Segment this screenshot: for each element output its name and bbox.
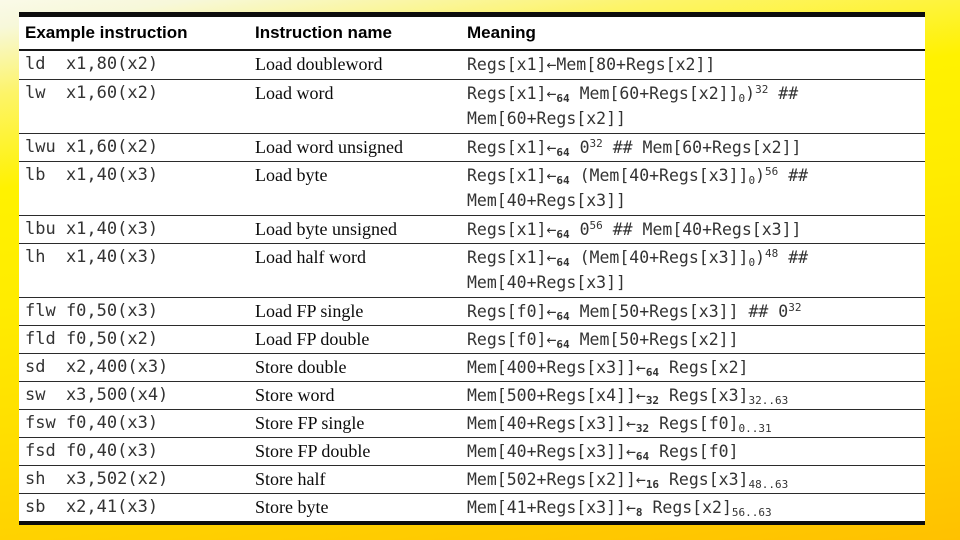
table-row: fsw f0,40(x3) Store FP single Mem[40+Regs[… [19, 409, 925, 437]
instruction-name-cell: Store FP single [255, 413, 365, 433]
example-instruction-cell: flw f0,50(x3) [25, 301, 159, 321]
instruction-name-cell: Load byte unsigned [255, 219, 397, 239]
example-instruction-cell: sh x3,502(x2) [25, 469, 169, 489]
meaning-cell: Mem[502+Regs[x2]]←16 Regs[x3]48..63 [467, 470, 789, 491]
example-instruction-cell: lwu x1,60(x2) [25, 137, 159, 157]
table-row: lb x1,40(x3) Load byte Regs[x1]←64 (Mem[40… [19, 161, 925, 215]
table-row: fld f0,50(x2) Load FP double Regs[f0]←64 M… [19, 325, 925, 353]
table-row: sb x2,41(x3) Store byte Mem[41+Regs[x3]]←8… [19, 493, 925, 521]
table-row: lw x1,60(x2) Load word Regs[x1]←64 Mem[60+… [19, 79, 925, 133]
example-instruction-cell: fsd f0,40(x3) [25, 441, 159, 461]
table-row: sd x2,400(x3) Store double Mem[400+Regs[x3… [19, 353, 925, 381]
table-row: ld x1,80(x2) Load doubleword Regs[x1]←Mem[… [19, 51, 925, 79]
example-instruction-cell: sw x3,500(x4) [25, 385, 169, 405]
instruction-name-cell: Store double [255, 357, 347, 377]
example-instruction-cell: sd x2,400(x3) [25, 357, 169, 377]
meaning-cell: Regs[f0]←64 Mem[50+Regs[x2]] [467, 330, 739, 351]
instruction-name-cell: Store byte [255, 497, 329, 517]
table-row: lbu x1,40(x3) Load byte unsigned Regs[x1]←… [19, 215, 925, 243]
meaning-cell: Mem[400+Regs[x3]]←64 Regs[x2] [467, 358, 749, 379]
example-instruction-cell: lb x1,40(x3) [25, 165, 159, 185]
header-instruction-name: Instruction name [255, 23, 392, 42]
example-instruction-cell: ld x1,80(x2) [25, 54, 159, 74]
example-instruction-cell: lh x1,40(x3) [25, 247, 159, 267]
example-instruction-cell: lbu x1,40(x3) [25, 219, 159, 239]
meaning-cell: Mem[41+Regs[x3]]←8 Regs[x2]56..63 [467, 498, 772, 519]
table-row: lh x1,40(x3) Load half word Regs[x1]←64 (M… [19, 243, 925, 297]
table-row: fsd f0,40(x3) Store FP double Mem[40+Regs[… [19, 437, 925, 465]
instruction-name-cell: Load word [255, 83, 334, 103]
instruction-table-body: ld x1,80(x2) Load doubleword Regs[x1]←Mem[… [19, 51, 925, 521]
table-row: sw x3,500(x4) Store word Mem[500+Regs[x4]]… [19, 381, 925, 409]
example-instruction-cell: fsw f0,40(x3) [25, 413, 159, 433]
table-row: sh x3,502(x2) Store half Mem[502+Regs[x2]]… [19, 465, 925, 493]
table-header-row: Example instruction Instruction name Mea… [19, 17, 925, 51]
meaning-cell: Regs[f0]←64 Mem[50+Regs[x3]] ## 032 [467, 301, 802, 323]
meaning-cell: Regs[x1]←64 (Mem[40+Regs[x3]]0)56 ##Mem[… [467, 165, 809, 210]
header-meaning: Meaning [467, 23, 536, 42]
meaning-cell: Mem[40+Regs[x3]]←32 Regs[f0]0..31 [467, 414, 772, 435]
example-instruction-cell: lw x1,60(x2) [25, 83, 159, 103]
instruction-name-cell: Load FP double [255, 329, 370, 349]
meaning-cell: Regs[x1]←64 (Mem[40+Regs[x3]]0)48 ##Mem[… [467, 247, 809, 292]
instruction-name-cell: Load FP single [255, 301, 364, 321]
example-instruction-cell: fld f0,50(x2) [25, 329, 159, 349]
instruction-name-cell: Load byte [255, 165, 328, 185]
table-row: lwu x1,60(x2) Load word unsigned Regs[x1]←… [19, 133, 925, 161]
meaning-cell: Mem[40+Regs[x3]]←64 Regs[f0] [467, 442, 739, 463]
example-instruction-cell: sb x2,41(x3) [25, 497, 159, 517]
meaning-cell: Regs[x1]←64 056 ## Mem[40+Regs[x3]] [467, 219, 802, 241]
instruction-name-cell: Store word [255, 385, 335, 405]
instruction-table: Example instruction Instruction name Mea… [19, 12, 925, 525]
meaning-cell: Regs[x1]←64 032 ## Mem[60+Regs[x2]] [467, 137, 802, 159]
table-row: flw f0,50(x3) Load FP single Regs[f0]←64 M… [19, 297, 925, 325]
meaning-cell: Regs[x1]←64 Mem[60+Regs[x2]]0)32 ##Mem[6… [467, 83, 799, 128]
instruction-name-cell: Store half [255, 469, 326, 489]
instruction-name-cell: Load word unsigned [255, 137, 403, 157]
header-example-instruction: Example instruction [25, 23, 188, 42]
meaning-cell: Regs[x1]←Mem[80+Regs[x2]] [467, 55, 716, 74]
instruction-name-cell: Load half word [255, 247, 366, 267]
instruction-name-cell: Load doubleword [255, 54, 383, 74]
meaning-cell: Mem[500+Regs[x4]]←32 Regs[x3]32..63 [467, 386, 789, 407]
instruction-name-cell: Store FP double [255, 441, 371, 461]
